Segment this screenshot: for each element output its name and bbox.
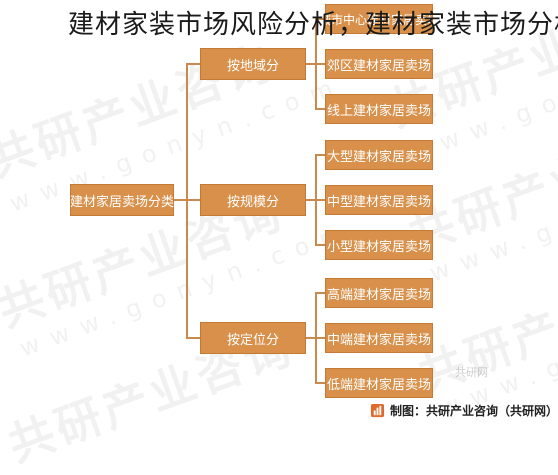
page-title: 建材家装市场风险分析，建材家装市场分析 — [68, 10, 558, 40]
watermark-url: www.gonyn.com — [435, 275, 558, 423]
connector-leaf — [315, 292, 325, 294]
footer-text: 制图：共研产业咨询（共研网） — [390, 404, 558, 418]
connector-branch-3 — [186, 337, 200, 339]
branch-node-positioning: 按定位分 — [200, 322, 306, 354]
source-footer: 制图：共研产业咨询（共研网） — [370, 402, 558, 419]
connector-leaf — [315, 108, 325, 110]
connector-root — [172, 199, 186, 201]
connector-leaf — [315, 337, 325, 339]
branch-node-region: 按地域分 — [200, 48, 306, 80]
leaf-node: 小型建材家居卖场 — [325, 230, 433, 260]
leaf-node: 线上建材家居卖场 — [325, 94, 433, 124]
leaf-node: 城市中心建材家居卖场 — [325, 4, 433, 34]
leaf-node: 低端建材家居卖场 — [325, 368, 433, 398]
connector-leaf — [315, 63, 325, 65]
connector-leaf — [315, 154, 325, 156]
watermark-url: www.gonyn.com — [425, 140, 558, 288]
connector-branch-2 — [186, 199, 200, 201]
branch-node-scale: 按规模分 — [200, 184, 306, 216]
leaf-node: 中端建材家居卖场 — [325, 323, 433, 353]
connector-leaf — [315, 382, 325, 384]
leaf-node: 高端建材家居卖场 — [325, 278, 433, 308]
chart-logo-icon — [370, 403, 385, 418]
connector-branch-1 — [186, 63, 200, 65]
leaf-node: 郊区建材家居卖场 — [325, 49, 433, 79]
connector-branch-2-out — [305, 199, 315, 201]
connector-branch-3-out — [305, 337, 315, 339]
leaf-node: 中型建材家居卖场 — [325, 185, 433, 215]
connector-root-spine — [186, 63, 188, 339]
side-watermark: 共研网 — [455, 366, 488, 379]
connector-branch-1-out — [305, 63, 315, 65]
connector-leaf — [315, 244, 325, 246]
connector-leaf — [315, 18, 325, 20]
connector-leaf — [315, 199, 325, 201]
leaf-node: 大型建材家居卖场 — [325, 140, 433, 170]
root-node: 建材家居卖场分类 — [70, 184, 174, 216]
